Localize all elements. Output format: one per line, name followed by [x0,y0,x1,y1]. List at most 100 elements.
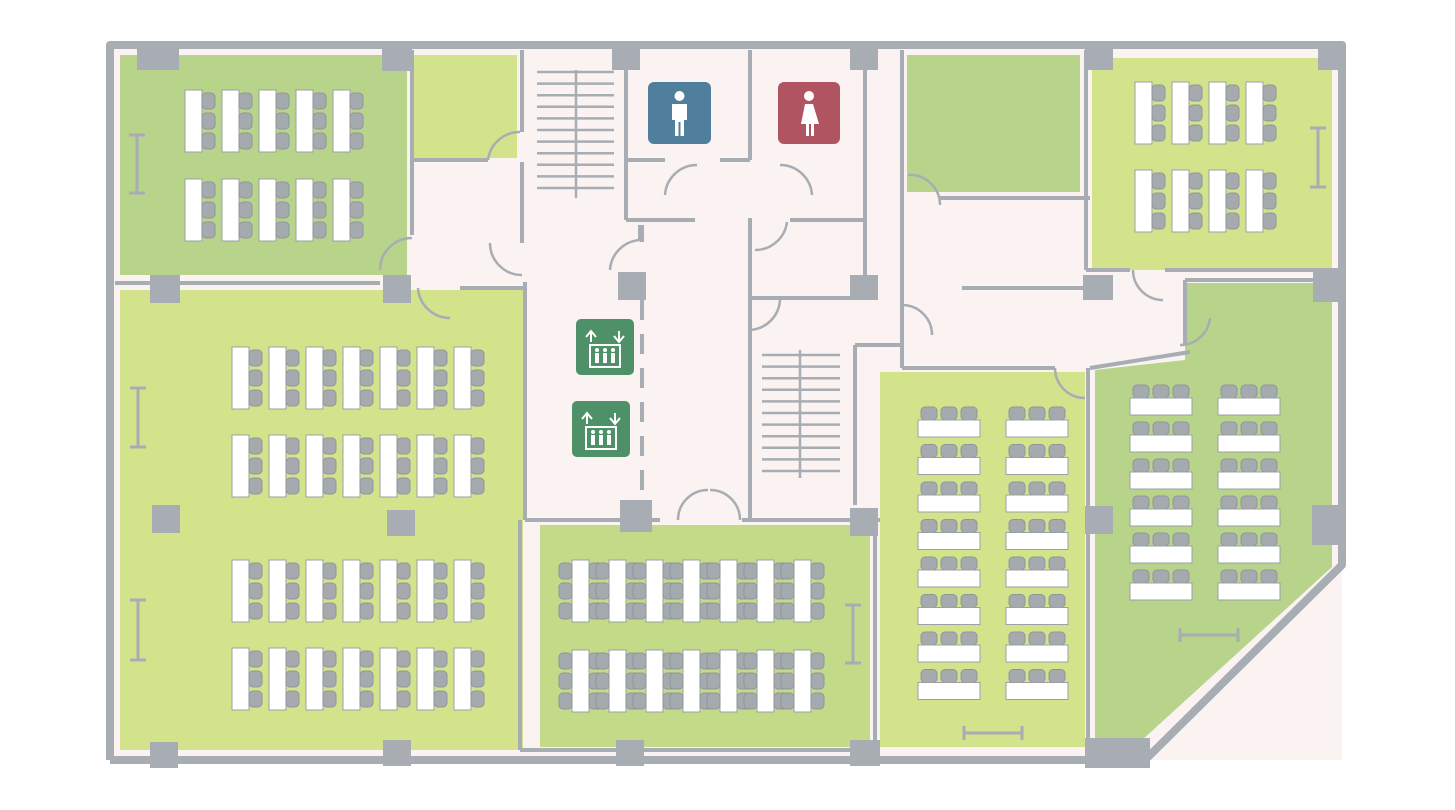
chair [1151,192,1166,210]
desk [756,649,775,713]
chair [470,582,485,600]
chair [470,349,485,367]
chair [1152,421,1170,436]
chair [470,690,485,708]
elevator-icon[interactable] [572,401,630,457]
chair [1240,532,1258,547]
chair [1048,594,1066,608]
chair [470,457,485,475]
chair [743,602,758,620]
chair [669,582,684,600]
desk-unit [221,89,253,153]
chair [238,201,253,219]
chair [669,692,684,710]
desk [917,644,981,663]
pillar-icon [1085,45,1113,70]
desk-unit [1005,481,1069,513]
chair [285,602,300,620]
desk [1245,169,1264,233]
chair [558,652,573,670]
desk [1217,545,1281,564]
chair [285,437,300,455]
chair [1240,384,1258,399]
chair [1172,569,1190,584]
door-arc [1131,269,1164,302]
chair [632,672,647,690]
chair [1172,532,1190,547]
chair [359,389,374,407]
room-north-small[interactable] [414,55,517,158]
chair [396,477,411,495]
chair [1152,532,1170,547]
chair [285,650,300,668]
chair [359,562,374,580]
desk [1005,569,1069,588]
chair [1008,669,1026,683]
chair [322,650,337,668]
desk [1005,532,1069,550]
desk [1134,81,1153,145]
desk [1217,582,1281,601]
chair [433,582,448,600]
chair [433,690,448,708]
chair [1132,532,1150,547]
desk-unit [453,647,485,711]
chair [1260,458,1278,473]
female-restroom-icon[interactable] [778,82,840,144]
chair [433,670,448,688]
desk [332,178,351,242]
desk [1217,471,1281,490]
desk-unit [917,556,981,588]
chair [396,562,411,580]
desk [231,346,250,410]
chair [470,602,485,620]
chair [1240,569,1258,584]
room-north-empty[interactable] [907,55,1080,192]
chair [810,582,825,600]
chair [780,692,795,710]
chair [322,437,337,455]
chair [322,477,337,495]
room-northwest-desks [184,89,364,242]
chair [396,582,411,600]
chair [669,652,684,670]
chair [1262,192,1277,210]
chair [1220,458,1238,473]
elevator-icon[interactable] [576,319,634,375]
chair [433,602,448,620]
chair [248,670,263,688]
chair [1262,212,1277,230]
chair [322,670,337,688]
room-northwest[interactable] [120,55,407,275]
desk [268,346,287,410]
room-south-center[interactable] [540,525,870,747]
desk [342,434,361,498]
chair [960,444,978,458]
pillar-icon [387,510,415,536]
chair [248,650,263,668]
chair [669,602,684,620]
chair [359,349,374,367]
pillar-icon [152,505,180,533]
desk-unit [917,669,981,700]
desk-unit [1245,81,1277,145]
desk [416,559,435,623]
pillar-icon [612,45,640,70]
pillar-icon [850,275,878,300]
chair [558,582,573,600]
chair [396,457,411,475]
door-arc [486,130,521,161]
male-restroom-icon[interactable] [648,82,711,144]
chair [1220,569,1238,584]
chair [1048,669,1066,683]
chair [1028,444,1046,458]
chair [960,406,978,421]
chair [322,349,337,367]
chair [595,562,610,580]
desk [917,419,981,438]
desk [608,649,627,713]
chair [1262,124,1277,142]
chair [1008,594,1026,608]
chair [1008,444,1026,458]
chair [470,650,485,668]
